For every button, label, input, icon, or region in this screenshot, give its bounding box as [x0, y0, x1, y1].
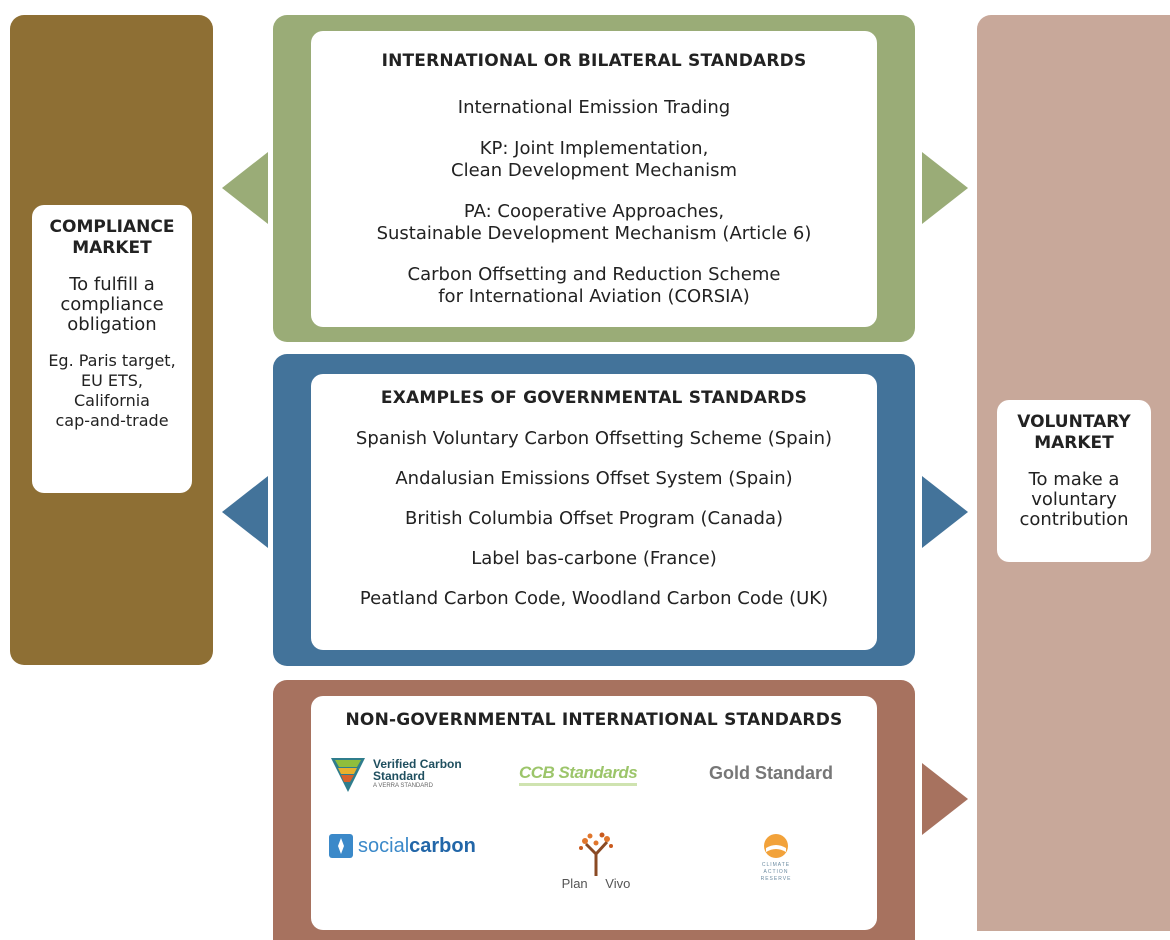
- international-item: KP: Joint Implementation, Clean Developm…: [311, 138, 877, 182]
- international-item: PA: Cooperative Approaches, Sustainable …: [311, 201, 877, 245]
- socialcarbon-word-a: social: [358, 834, 410, 857]
- compliance-example-line: California: [74, 391, 150, 410]
- governmental-item: Peatland Carbon Code, Woodland Carbon Co…: [359, 588, 829, 609]
- arrow-right-nongovernmental: [922, 763, 968, 835]
- climate-action-reserve-sun-icon: [764, 833, 788, 858]
- international-standards-heading: INTERNATIONAL OR BILATERAL STANDARDS: [381, 51, 807, 71]
- ccb-wordmark: CCB Standards: [519, 763, 638, 786]
- car-word: CLIMATE: [761, 861, 791, 868]
- international-item-line: for International Aviation (CORSIA): [438, 286, 750, 307]
- vcs-wordmark: Verified Carbon Standard A VERRA STANDAR…: [373, 758, 462, 791]
- socialcarbon-word-b: carbon: [409, 834, 476, 857]
- compliance-examples: Eg. Paris target, EU ETS, California cap…: [32, 351, 192, 431]
- compliance-example-line: EU ETS,: [80, 371, 144, 390]
- international-item-line: KP: Joint Implementation,: [479, 138, 709, 159]
- voluntary-title-line2: MARKET: [1034, 433, 1114, 453]
- voluntary-market-panel: VOLUNTARY MARKET To make a voluntary con…: [977, 15, 1170, 931]
- vcs-subtitle: A VERRA STANDARD: [373, 782, 433, 789]
- arrow-left-governmental: [222, 476, 268, 548]
- compliance-title-line1: COMPLIANCE: [49, 217, 175, 237]
- vcs-mark-icon: [331, 758, 365, 792]
- international-item-line: International Emission Trading: [457, 97, 731, 118]
- compliance-example-line: Eg. Paris target,: [48, 351, 176, 370]
- plan-vivo-word-b: Vivo: [605, 875, 631, 891]
- plan-vivo-wordmark: Plan Vivo: [562, 876, 631, 891]
- plan-vivo-logo: Plan Vivo: [526, 820, 666, 902]
- socialcarbon-wordmark: socialcarbon: [358, 835, 476, 858]
- governmental-standards-panel: EXAMPLES OF GOVERNMENTAL STANDARDS Spani…: [273, 354, 915, 666]
- socialcarbon-logo: socialcarbon: [329, 828, 489, 864]
- governmental-item: British Columbia Offset Program (Canada): [404, 508, 784, 529]
- voluntary-title-line1: VOLUNTARY: [1017, 412, 1131, 432]
- gold-standard-logo: Gold Standard: [709, 758, 859, 788]
- governmental-standards-heading: EXAMPLES OF GOVERNMENTAL STANDARDS: [380, 388, 808, 408]
- arrow-left-international: [222, 152, 268, 224]
- car-word: ACTION: [763, 868, 789, 875]
- plan-vivo-tree-icon: [579, 832, 613, 876]
- international-item-line: Clean Development Mechanism: [451, 160, 737, 181]
- car-wordmark: CLIMATE ACTION RESERVE: [761, 862, 792, 883]
- compliance-purpose-line: compliance: [60, 294, 164, 315]
- governmental-item: Andalusian Emissions Offset System (Spai…: [395, 468, 793, 489]
- nongovernmental-standards-heading: NON-GOVERNMENTAL INTERNATIONAL STANDARDS: [345, 710, 843, 730]
- gold-standard-wordmark: Gold Standard: [709, 762, 834, 783]
- socialcarbon-mark-icon: [329, 834, 353, 858]
- voluntary-purpose-line: To make a: [1028, 469, 1120, 490]
- governmental-item: Spanish Voluntary Carbon Offsetting Sche…: [355, 428, 833, 449]
- car-word: RESERVE: [760, 875, 792, 882]
- voluntary-market-box: VOLUNTARY MARKET To make a voluntary con…: [997, 400, 1151, 562]
- arrow-right-governmental: [922, 476, 968, 548]
- compliance-example-line: cap-and-trade: [55, 411, 169, 430]
- governmental-item: Label bas-carbone (France): [471, 548, 717, 569]
- nongovernmental-standards-box: NON-GOVERNMENTAL INTERNATIONAL STANDARDS…: [311, 696, 877, 930]
- arrow-right-international: [922, 152, 968, 224]
- vcs-name-line: Standard: [373, 768, 426, 783]
- vcs-name-line: Verified Carbon: [373, 756, 462, 771]
- climate-action-reserve-logo: CLIMATE ACTION RESERVE: [741, 822, 811, 892]
- plan-vivo-word-a: Plan: [561, 875, 588, 891]
- compliance-market-panel: COMPLIANCE MARKET To fulfill a complianc…: [10, 15, 213, 665]
- voluntary-purpose: To make a voluntary contribution: [997, 470, 1151, 530]
- international-item-line: Sustainable Development Mechanism (Artic…: [376, 223, 812, 244]
- ccb-standards-logo: CCB Standards: [519, 756, 669, 792]
- verified-carbon-standard-logo: Verified Carbon Standard A VERRA STANDAR…: [329, 750, 489, 798]
- international-item-line: PA: Cooperative Approaches,: [463, 201, 725, 222]
- compliance-market-box: COMPLIANCE MARKET To fulfill a complianc…: [32, 205, 192, 493]
- compliance-purpose: To fulfill a compliance obligation: [32, 275, 192, 335]
- international-item: Carbon Offsetting and Reduction Scheme f…: [311, 264, 877, 308]
- voluntary-purpose-line: contribution: [1019, 509, 1129, 530]
- standards-logo-grid: Verified Carbon Standard A VERRA STANDAR…: [311, 730, 877, 910]
- international-item: International Emission Trading: [311, 97, 877, 119]
- voluntary-purpose-line: voluntary: [1031, 489, 1117, 510]
- compliance-purpose-line: obligation: [67, 314, 157, 335]
- international-standards-panel: INTERNATIONAL OR BILATERAL STANDARDS Int…: [273, 15, 915, 342]
- international-item-line: Carbon Offsetting and Reduction Scheme: [407, 264, 781, 285]
- governmental-standards-box: EXAMPLES OF GOVERNMENTAL STANDARDS Spani…: [311, 374, 877, 650]
- compliance-purpose-line: To fulfill a: [69, 274, 155, 295]
- nongovernmental-standards-panel: NON-GOVERNMENTAL INTERNATIONAL STANDARDS…: [273, 680, 915, 940]
- international-standards-box: INTERNATIONAL OR BILATERAL STANDARDS Int…: [311, 31, 877, 327]
- compliance-title-line2: MARKET: [72, 238, 152, 258]
